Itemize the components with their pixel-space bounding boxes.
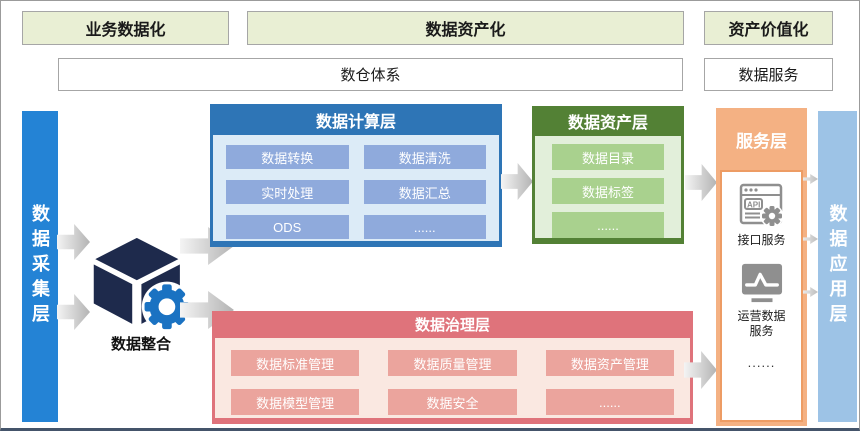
compute-cell: 数据清洗 <box>363 145 486 169</box>
asset-cell: ...... <box>552 212 664 238</box>
arrow-service-to-application-1 <box>803 173 818 185</box>
panel-data-compute-layer: 数据计算层 数据转换 数据清洗 实时处理 数据汇总 ODS ...... <box>210 104 502 247</box>
data-integration-node: 数据整合 <box>85 234 197 354</box>
line-chart-monitor-icon <box>741 263 782 303</box>
service-layer-body: API 接口服务 运营数据服务 ...... <box>720 170 803 422</box>
compute-layer-body: 数据转换 数据清洗 实时处理 数据汇总 ODS ...... <box>213 135 499 241</box>
panel-data-asset-layer: 数据资产层 数据目录 数据标签 ...... <box>532 106 684 244</box>
banner-data-assetization: 数据资产化 <box>247 11 684 45</box>
compute-layer-title: 数据计算层 <box>315 113 396 131</box>
panel-data-governance-layer: 数据治理层 数据标准管理 数据质量管理 数据资产管理 数据模型管理 数据安全 .… <box>212 311 693 424</box>
governance-cell: 数据质量管理 <box>388 350 517 376</box>
layer-bar-data-application-label: 数据应用层 <box>827 204 848 329</box>
compute-cell: ...... <box>363 215 486 239</box>
layer-bar-data-collection-label: 数据采集层 <box>30 204 50 329</box>
governance-cell: 数据安全 <box>388 389 517 415</box>
governance-cell: 数据模型管理 <box>231 389 360 415</box>
asset-cell: 数据目录 <box>552 144 664 170</box>
banner-data-warehouse-system: 数仓体系 <box>58 58 683 91</box>
compute-cell: ODS <box>226 215 349 239</box>
asset-layer-body: 数据目录 数据标签 ...... <box>535 136 681 238</box>
arrow-compute-to-asset <box>501 163 533 200</box>
banner-asset-valorization: 资产价值化 <box>704 11 833 45</box>
api-service-label: 接口服务 <box>737 233 786 247</box>
compute-cell: 数据汇总 <box>363 180 486 204</box>
service-layer-title: 服务层 <box>736 131 787 151</box>
asset-cell: 数据标签 <box>552 178 664 204</box>
arrow-service-to-application-2 <box>803 233 818 245</box>
integration-label: 数据整合 <box>110 336 171 353</box>
banner-data-service: 数据服务 <box>704 58 833 91</box>
svg-text:API: API <box>747 201 760 210</box>
compute-cell: 实时处理 <box>226 180 349 204</box>
governance-cell: ...... <box>545 389 674 415</box>
api-browser-icon: API <box>739 183 783 228</box>
arrow-service-to-application-3 <box>803 286 818 298</box>
asset-layer-title: 数据资产层 <box>567 115 648 132</box>
governance-layer-body: 数据标准管理 数据质量管理 数据资产管理 数据模型管理 数据安全 ...... <box>215 338 690 418</box>
governance-layer-title: 数据治理层 <box>414 317 490 334</box>
panel-service-layer: 服务层 API <box>716 108 807 426</box>
banner-business-datafication: 业务数据化 <box>22 11 229 45</box>
layer-bar-data-collection: 数据采集层 <box>22 111 58 422</box>
ops-data-service-label: 运营数据服务 <box>737 309 786 338</box>
governance-cell: 数据资产管理 <box>545 350 674 376</box>
service-more-ellipsis: ...... <box>747 355 776 370</box>
governance-cell: 数据标准管理 <box>231 350 360 376</box>
arrow-asset-to-service <box>685 164 717 201</box>
compute-cell: 数据转换 <box>226 145 349 169</box>
cube-gear-icon <box>91 235 193 331</box>
layer-bar-data-application: 数据应用层 <box>818 111 857 422</box>
